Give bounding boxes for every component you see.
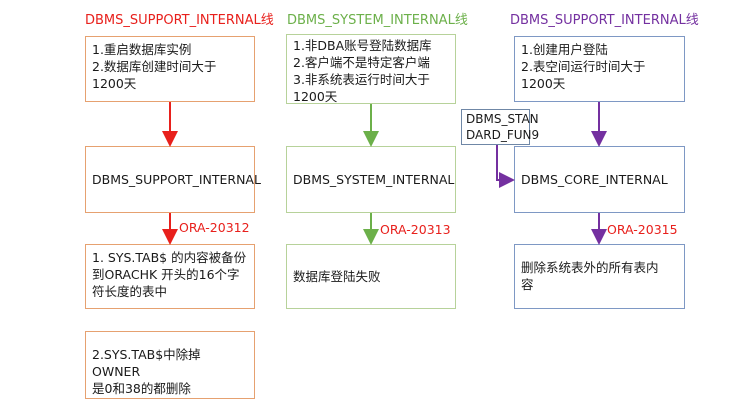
column-title-1: DBMS_SUPPORT_INTERNAL线 <box>85 13 274 28</box>
effect-box-2: 数据库登陆失败 <box>286 244 456 309</box>
effect-line: 数据库登陆失败 <box>293 269 381 284</box>
effect-box-1: 1. SYS.TAB$ 的内容被备份 到ORACHK 开头的16个字 符长度的表… <box>85 244 255 309</box>
condition-line: 1200天 <box>293 89 338 104</box>
error-code-1: ORA-20312 <box>179 220 250 235</box>
column-title-3: DBMS_SUPPORT_INTERNAL线 <box>510 13 699 28</box>
condition-line: 1200天 <box>521 76 566 91</box>
package-label: DBMS_CORE_INTERNAL <box>521 172 668 187</box>
package-box-3: DBMS_CORE_INTERNAL <box>514 146 685 213</box>
effect-line: 到ORACHK 开头的16个字 <box>92 267 240 282</box>
condition-line: 2.表空间运行时间大于 <box>521 59 646 74</box>
effect-box-3: 删除系统表外的所有表内 容 <box>514 244 685 309</box>
effect-line: 1. SYS.TAB$ 的内容被备份 <box>92 250 247 265</box>
error-code-2: ORA-20313 <box>380 222 451 237</box>
effect-box-1b: 2.SYS.TAB$中除掉OWNER 是0和38的都删除 <box>85 331 255 399</box>
condition-box-2: 1.非DBA账号登陆数据库 2.客户端不是特定客户端 3.非系统表运行时间大于 … <box>286 34 456 104</box>
condition-line: 1.非DBA账号登陆数据库 <box>293 38 432 53</box>
side-note-line: DARD_FUN9 <box>466 128 540 142</box>
condition-line: 3.非系统表运行时间大于 <box>293 72 430 87</box>
condition-line: 2.客户端不是特定客户端 <box>293 55 430 70</box>
condition-box-3: 1.创建用户登陆 2.表空间运行时间大于 1200天 <box>514 36 685 102</box>
condition-line: 2.数据库创建时间大于 <box>92 59 217 74</box>
package-label: DBMS_SYSTEM_INTERNAL <box>293 172 455 187</box>
effect-line: 2.SYS.TAB$中除掉OWNER <box>92 347 201 379</box>
effect-line: 删除系统表外的所有表内 <box>521 260 659 275</box>
error-code-3: ORA-20315 <box>607 222 678 237</box>
arrow-purple-side <box>496 145 515 188</box>
effect-line: 符长度的表中 <box>92 284 168 299</box>
package-box-1: DBMS_SUPPORT_INTERNAL <box>85 146 261 213</box>
condition-line: 1.重启数据库实例 <box>92 42 192 57</box>
side-note-line: DBMS_STAN <box>466 112 539 126</box>
column-title-2: DBMS_SYSTEM_INTERNAL线 <box>287 13 468 28</box>
effect-line: 是0和38的都删除 <box>92 381 191 396</box>
package-label: DBMS_SUPPORT_INTERNAL <box>92 172 261 187</box>
condition-line: 1.创建用户登陆 <box>521 42 608 57</box>
condition-line: 1200天 <box>92 76 137 91</box>
side-note-box: DBMS_STAN DARD_FUN9 <box>461 109 540 145</box>
package-box-2: DBMS_SYSTEM_INTERNAL <box>286 146 456 213</box>
condition-box-1: 1.重启数据库实例 2.数据库创建时间大于 1200天 <box>85 36 255 102</box>
effect-line: 容 <box>521 277 534 292</box>
